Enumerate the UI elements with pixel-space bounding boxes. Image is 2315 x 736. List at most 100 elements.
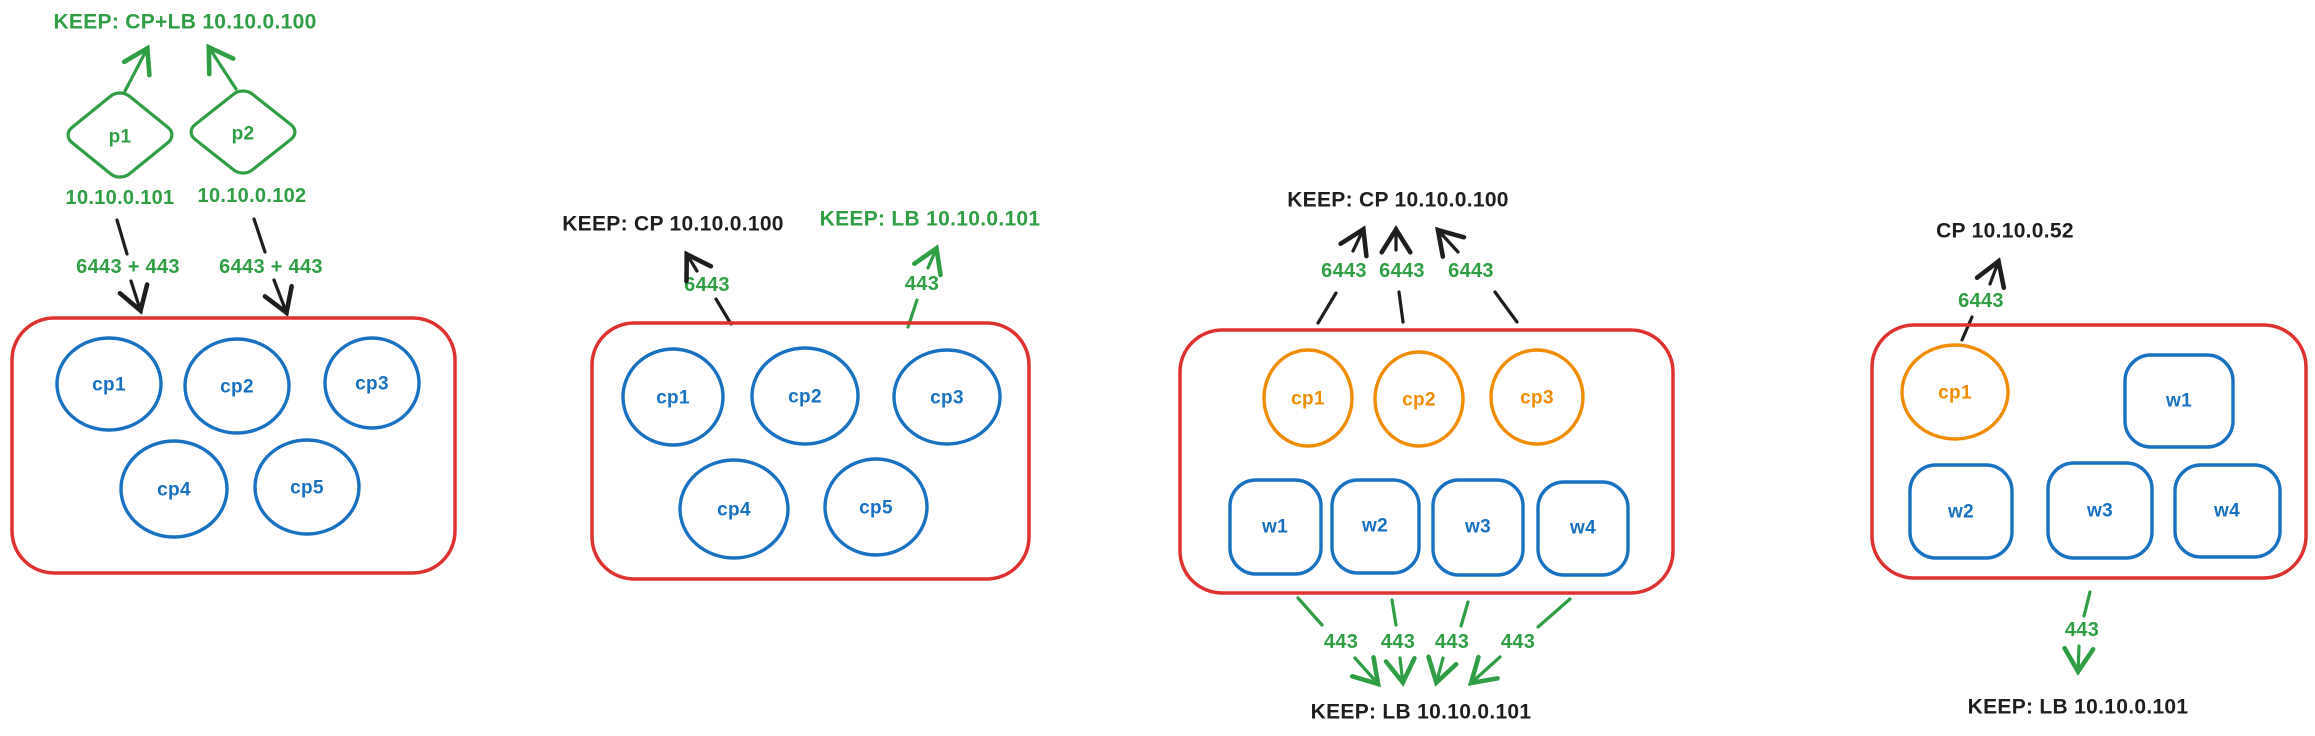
cluster3-node-w4-shape [1536,480,1630,577]
cluster3-node-cp2-shape [1373,350,1465,448]
cluster4-boundary [1870,323,2308,580]
proxy-p2-diamond [186,87,301,177]
proxy-p2-label: p2 [232,124,255,145]
cluster1-boundary [10,316,457,575]
cluster4-node-w3-label: w3 [2086,501,2113,522]
cluster4-lb-port-label: 443 [2065,619,2099,641]
cluster1-node-cp1-label: cp1 [92,375,126,396]
cluster3-node-w1-label: w1 [1261,517,1288,538]
arrow-cluster3-lb1-lower [1349,655,1381,688]
cluster3-node-cp2-label: cp2 [1402,390,1436,411]
cluster3-cp-port-label-1: 6443 [1321,260,1367,282]
cluster3-keep-cp-label: KEEP: CP 10.10.0.100 [1287,189,1509,212]
arrow-cluster2-cp-upper [684,250,714,284]
cluster1-node-cp3-shape [323,336,421,430]
cluster3-node-cp3-shape [1489,348,1585,446]
cluster1-node-cp4-label: cp4 [157,480,191,501]
cluster2-node-cp5-shape [823,457,929,557]
cluster1-keep-label: KEEP: CP+LB 10.10.0.100 [53,11,316,34]
arrow-cluster4-cp-upper [1974,257,2007,291]
cluster2-node-cp1-label: cp1 [656,388,690,409]
arrow-cluster3-cp3-lower [1493,290,1519,324]
cluster3-keep-lb-label: KEEP: LB 10.10.0.101 [1311,701,1532,724]
arrow-cluster4-cp-lower [1960,315,1974,342]
cluster3-node-cp1-shape [1262,348,1354,448]
cluster4-node-w4-label: w4 [2213,501,2240,522]
proxy-p1-label: p1 [109,127,132,148]
cluster4-keep-lb-label: KEEP: LB 10.10.0.101 [1968,696,2189,719]
cluster2-node-cp2-shape [750,346,860,446]
cluster3-lb-port-label-2: 443 [1381,631,1415,653]
cluster2-cp-port-label: 6443 [684,274,730,296]
arrow-p1-to-cluster-lower [117,279,150,315]
cluster2-node-cp5-label: cp5 [859,498,893,519]
arrow-cluster3-lb3-upper [1459,600,1470,628]
cluster3-node-w3-label: w3 [1464,517,1491,538]
cluster2-node-cp3-shape [892,348,1002,446]
cluster3-boundary [1178,328,1675,595]
cluster3-node-cp3-label: cp3 [1520,388,1554,409]
arrow-cluster3-lb2-lower [1383,655,1417,687]
arrow-p1-to-keep [121,44,152,93]
cluster1-node-cp3-label: cp3 [355,374,389,395]
cluster3-lb-port-label-1: 443 [1324,631,1358,653]
cluster3-cp-port-label-2: 6443 [1379,260,1425,282]
cluster1-node-cp5-shape [253,438,361,536]
arrow-cluster3-lb3-lower [1426,654,1459,687]
proxy-p1-diamond [63,89,178,182]
cluster2-lb-port-label: 443 [905,273,939,295]
cluster1-node-cp5-label: cp5 [290,478,324,499]
cluster3-node-w4-label: w4 [1569,518,1596,539]
arrow-cluster2-cp-lower [714,297,733,326]
cluster3-node-w2-shape [1330,478,1421,575]
cluster2-group: KEEP: CP 10.10.0.100 KEEP: LB 10.10.0.10… [562,208,1041,581]
cluster1-port-label-1: 6443 + 443 [76,256,180,278]
cluster2-node-cp4-shape [678,458,790,560]
cluster4-node-w1-shape [2123,353,2235,449]
cluster4-node-w1-label: w1 [2165,391,2192,412]
cluster4-node-w4-shape [2173,463,2282,559]
cluster1-node-cp1-shape [55,336,163,432]
cluster3-lb-port-label-4: 443 [1501,631,1535,653]
cluster3-node-w3-shape [1431,478,1525,577]
arrow-cluster4-lb-lower [2062,644,2096,676]
proxy-p1-ip: 10.10.0.101 [66,187,175,209]
cluster4-node-w2-label: w2 [1947,502,1974,523]
cluster3-node-w2-label: w2 [1361,516,1388,537]
cluster2-node-cp1-shape [621,347,725,447]
arrow-cluster3-cp3-upper [1435,226,1467,259]
cluster2-boundary [590,321,1031,581]
cluster1-node-cp2-shape [183,337,291,435]
cluster4-cp-port-label: 6443 [1958,290,2004,312]
cluster3-lb-port-label-3: 443 [1435,631,1469,653]
cluster2-node-cp4-label: cp4 [717,500,751,521]
cluster1-node-cp4-shape [119,439,229,539]
arrow-cluster3-cp1-lower [1316,291,1338,325]
cluster1-node-cp2-label: cp2 [220,377,254,398]
cluster4-node-cp1-label: cp1 [1938,383,1972,404]
cluster3-node-w1-shape [1228,478,1323,576]
arrow-cluster3-lb4-upper [1536,597,1572,629]
cluster2-node-cp2-label: cp2 [788,387,822,408]
cluster1-group: KEEP: CP+LB 10.10.0.100 p1 p2 10.10.0.10… [10,11,457,575]
arrow-cluster3-cp1-upper [1338,225,1369,259]
proxy-p2-ip: 10.10.0.102 [198,185,307,207]
cluster4-node-cp1-shape [1900,343,2010,441]
cluster2-keep-cp-label: KEEP: CP 10.10.0.100 [562,213,784,236]
arrow-p1-to-cluster-upper [115,218,129,256]
cluster3-cp-port-label-3: 6443 [1448,260,1494,282]
arrow-cluster3-cp2-lower [1397,290,1405,324]
arrow-cluster3-lb1-upper [1296,596,1324,627]
arrow-cluster3-lb4-lower [1467,654,1502,686]
cluster2-keep-lb-label: KEEP: LB 10.10.0.101 [820,208,1041,231]
arrow-p2-to-cluster-lower [262,278,294,317]
arrow-cluster3-lb2-upper [1390,598,1398,627]
cluster4-node-w3-shape [2046,461,2154,560]
arrow-cluster2-lb-upper [912,244,943,278]
cluster3-node-cp1-label: cp1 [1291,389,1325,410]
cluster2-node-cp3-label: cp3 [930,388,964,409]
cluster3-group: KEEP: CP 10.10.0.100 6443 6443 6443 cp1 … [1178,189,1675,724]
arrow-cluster4-lb-upper [2082,590,2092,618]
arrow-p2-to-keep [206,43,238,91]
